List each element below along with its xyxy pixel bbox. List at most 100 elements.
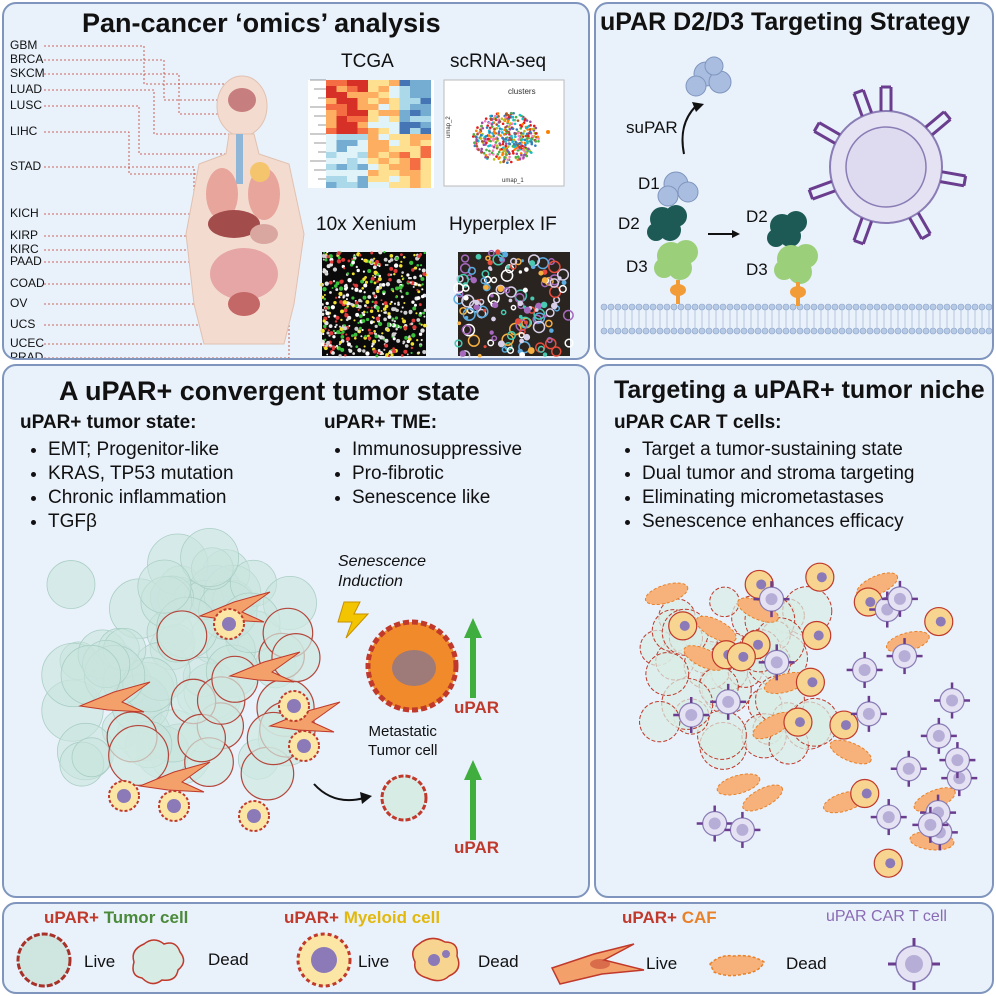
- umap-x-label: umap_1: [502, 178, 524, 184]
- legend-panel: uPAR+ Tumor cell uPAR+ Myeloid cell uPAR…: [2, 902, 994, 994]
- upar-label: uPAR: [454, 698, 500, 717]
- panel-convergent-state: A uPAR+ convergent tumor state uPAR+ tum…: [2, 364, 590, 898]
- legend-icons: [16, 932, 940, 990]
- supar-label: suPAR: [626, 118, 678, 137]
- d3-label-bound: D3: [746, 260, 768, 279]
- panel-tumor-niche: Targeting a uPAR+ tumor niche uPAR CAR T…: [594, 364, 994, 898]
- cancer-label: COAD: [10, 276, 45, 290]
- cancer-label: LIHC: [10, 124, 38, 138]
- legend-dead-label: Dead: [786, 954, 827, 973]
- tumor-state-item: Chronic inflammation: [48, 486, 234, 510]
- senescence-word: Senescence: [338, 553, 427, 570]
- clusters-title: clusters: [508, 87, 536, 96]
- legend-live-label: Live: [84, 952, 116, 971]
- tumor-mass-illustration: [41, 528, 482, 840]
- car-t-header: uPAR CAR T cells:: [614, 412, 782, 433]
- cancer-label: KIRC: [10, 242, 39, 256]
- car-t-item: Dual tumor and stroma targeting: [642, 462, 914, 486]
- cancer-label: KICH: [10, 206, 39, 220]
- scrna-label: scRNA-seq: [450, 51, 547, 72]
- car-t-block: uPAR CAR T cells: Target a tumor-sustain…: [614, 412, 914, 534]
- tme-item: Pro-fibrotic: [352, 462, 522, 486]
- body-diagram: [44, 45, 305, 358]
- legend-dead-label: Dead: [478, 952, 519, 971]
- d1-label: D1: [638, 174, 660, 193]
- car-t-item: Target a tumor-sustaining state: [642, 438, 914, 462]
- panel-title: uPAR D2/D3 Targeting Strategy: [600, 8, 970, 36]
- metastatic-label: Metastatic Tumor cell: [368, 722, 437, 760]
- metastatic-cell-icon: [380, 774, 428, 822]
- cancer-label: PRAD: [10, 350, 44, 360]
- legend-cart-title: uPAR CAR T cell: [826, 908, 947, 925]
- panel-title: Targeting a uPAR+ tumor niche: [614, 376, 985, 404]
- scrna-umap: clusters umap_1 umap_2: [443, 79, 565, 187]
- senescence-label: Senescence Induction: [338, 552, 426, 592]
- upar-up-arrow-icon: [464, 760, 482, 840]
- hyperplex-image: [453, 249, 574, 358]
- tme-header: uPAR+ TME:: [324, 412, 438, 433]
- legend-caf-title: uPAR+ CAF: [622, 908, 717, 928]
- upar-label: uPAR: [454, 838, 500, 857]
- d2-label-bound: D2: [746, 207, 768, 226]
- supar-protein: [685, 56, 732, 97]
- tumor-state-header: uPAR+ tumor state:: [20, 412, 197, 433]
- xenium-image: [320, 250, 428, 358]
- car-t-cell-icon: [807, 85, 968, 246]
- cancer-label: LUAD: [10, 82, 43, 96]
- cancer-label: UCS: [10, 317, 36, 331]
- membrane-diagram: [600, 56, 992, 335]
- panel-title: A uPAR+ convergent tumor state: [59, 376, 480, 406]
- car-t-item: Eliminating micrometastases: [642, 486, 914, 510]
- d2-domain: [647, 205, 687, 241]
- hyperplex-label: Hyperplex IF: [449, 214, 557, 235]
- tme-item: Senescence like: [352, 486, 522, 510]
- upar-up-arrow-icon: [464, 618, 482, 698]
- panel-pan-cancer: Pan-cancer ‘omics’ analysis GBM BRCA SKC…: [2, 2, 590, 360]
- legend-name: CAF: [681, 908, 717, 927]
- legend-prefix: uPAR+: [284, 908, 339, 927]
- tumor-state-item: KRAS, TP53 mutation: [48, 462, 234, 486]
- cancer-label: KIRP: [10, 228, 39, 242]
- legend-prefix: uPAR+: [622, 908, 677, 927]
- tme-item: Immunosuppressive: [352, 438, 522, 462]
- d1-domain: [657, 171, 699, 207]
- legend-name: Myeloid cell: [343, 908, 441, 927]
- cancer-label: PAAD: [10, 254, 42, 268]
- metastatic-word: Metastatic: [368, 723, 437, 740]
- induction-word: Induction: [338, 573, 403, 590]
- d3-domain-bound: [774, 244, 818, 284]
- legend-myeloid-title: uPAR+ Myeloid cell: [284, 908, 440, 928]
- senescent-cell-icon: [365, 619, 459, 713]
- legend-name: Tumor cell: [103, 908, 189, 927]
- tumor-state-item: EMT; Progenitor-like: [48, 438, 234, 462]
- tumor-state-item: TGFβ: [48, 510, 234, 534]
- tumor-state-block: uPAR+ tumor state: EMT; Progenitor-like …: [20, 412, 234, 534]
- panel-title: Pan-cancer ‘omics’ analysis: [82, 8, 441, 38]
- cancer-label: OV: [10, 296, 28, 310]
- tcga-label: TCGA: [341, 51, 394, 72]
- niche-illustration: [639, 562, 978, 878]
- legend-live-label: Live: [358, 952, 390, 971]
- legend-live-label: Live: [646, 954, 678, 973]
- legend-tumor-title: uPAR+ Tumor cell: [44, 908, 188, 928]
- tcga-heatmap: [308, 79, 434, 188]
- cancer-label: UCEC: [10, 336, 45, 350]
- cancer-label: BRCA: [10, 52, 44, 66]
- tme-block: uPAR+ TME: Immunosuppressive Pro-fibroti…: [324, 412, 522, 510]
- cancer-label: LUSC: [10, 98, 43, 112]
- d2-domain-bound: [767, 211, 807, 247]
- d2-label: D2: [618, 214, 640, 233]
- d3-domain: [654, 240, 698, 280]
- umap-y-label: umap_2: [446, 116, 452, 138]
- cancer-label: SKCM: [10, 66, 45, 80]
- d3-label: D3: [626, 257, 648, 276]
- cancer-label: GBM: [10, 38, 38, 52]
- lightning-icon: [337, 601, 370, 639]
- legend-dead-label: Dead: [208, 950, 249, 969]
- tumor-cell-word: Tumor cell: [368, 742, 438, 759]
- legend-prefix: uPAR+: [44, 908, 99, 927]
- xenium-label: 10x Xenium: [316, 214, 417, 235]
- panel-targeting-strategy: uPAR D2/D3 Targeting Strategy: [594, 2, 994, 360]
- car-t-item: Senescence enhances efficacy: [642, 510, 914, 534]
- cancer-label: STAD: [10, 159, 42, 173]
